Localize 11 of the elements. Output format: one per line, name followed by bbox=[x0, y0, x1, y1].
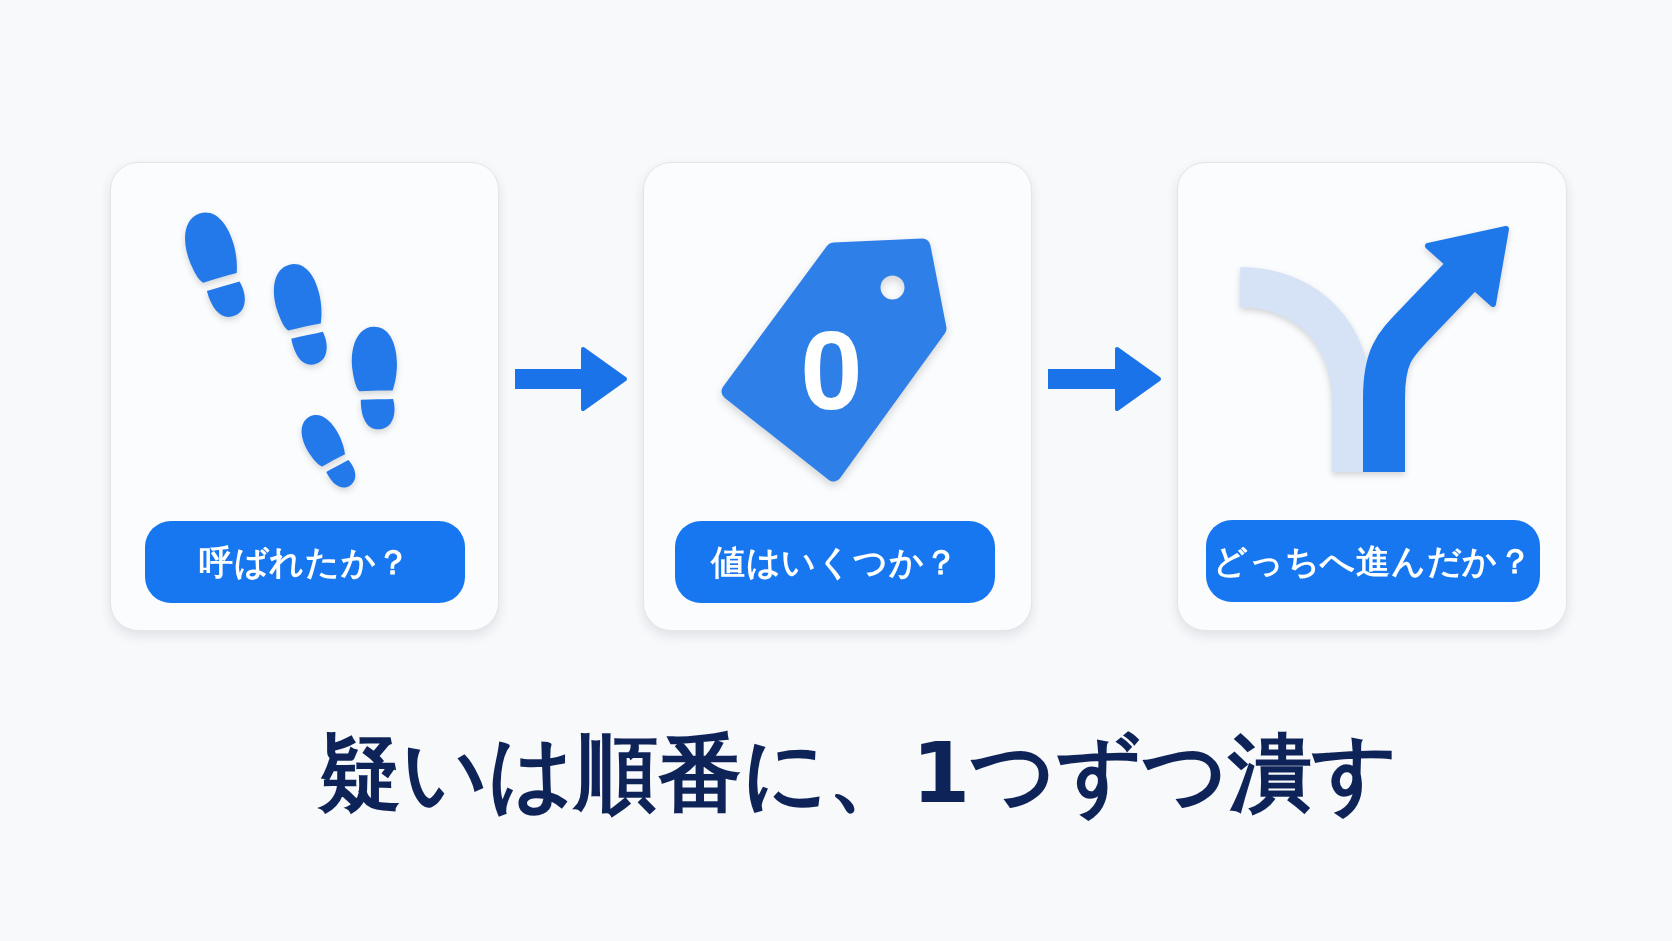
arrow bbox=[515, 347, 627, 411]
arrow bbox=[1048, 347, 1161, 411]
price-tag bbox=[722, 238, 947, 482]
tag-value: 0 bbox=[800, 314, 863, 427]
card bbox=[1177, 162, 1567, 631]
card bbox=[643, 162, 1032, 631]
label-pill: 呼ばれたか？ bbox=[145, 521, 465, 603]
label-pill: 値はいくつか？ bbox=[675, 521, 995, 603]
card bbox=[110, 162, 499, 631]
caption: 疑いは順番に、1つずつ潰す bbox=[316, 723, 1400, 823]
label-pill: どっちへ進んだか？ bbox=[1206, 520, 1540, 602]
